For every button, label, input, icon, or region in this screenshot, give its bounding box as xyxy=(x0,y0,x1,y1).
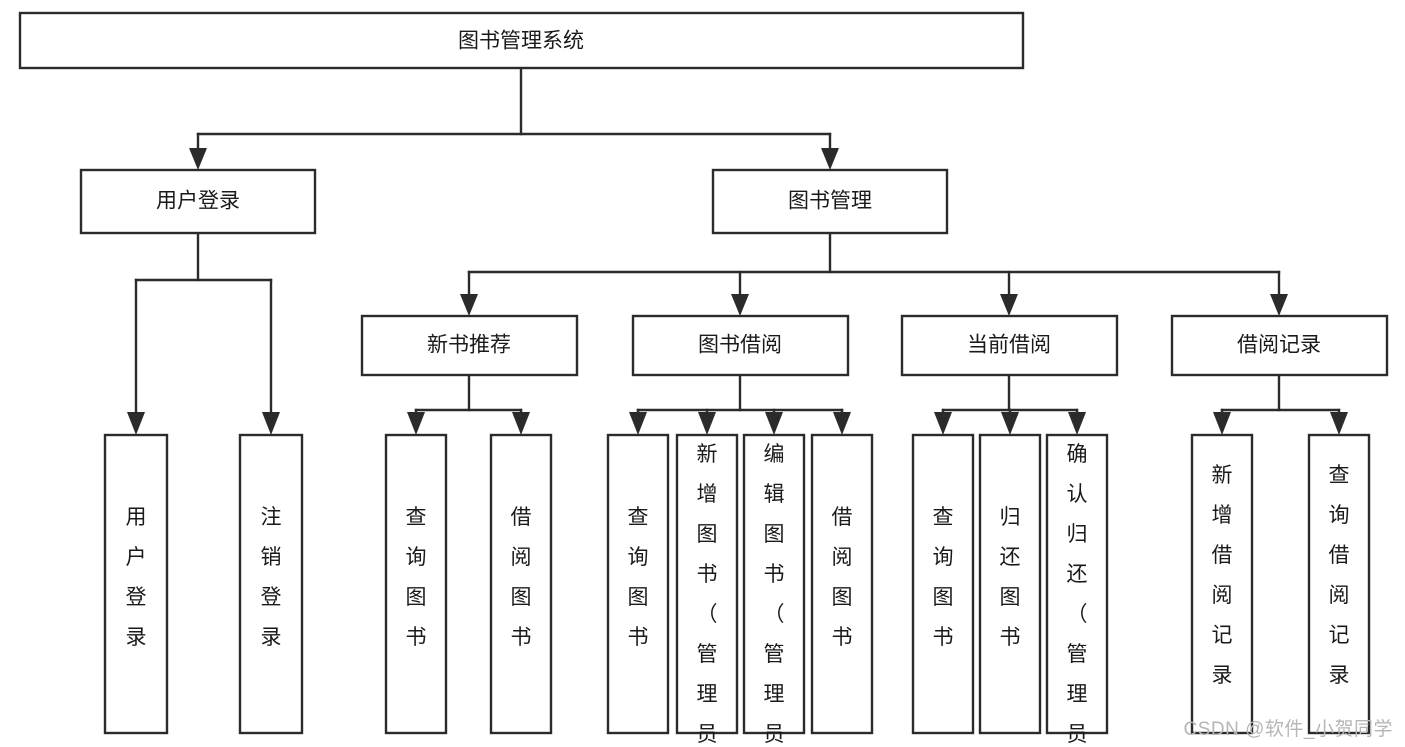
arrow-head-leaf-query-book-2 xyxy=(629,412,647,435)
node-new-book-recommend-box[interactable] xyxy=(360,314,579,377)
node-root-box[interactable] xyxy=(18,11,1025,70)
node-root-label: 图书管理系统 xyxy=(458,30,584,53)
node-book-borrow-box[interactable] xyxy=(631,314,850,377)
connector-group-current-borrow xyxy=(934,373,1086,435)
node-leaf-borrow-book-1-label: 借阅图书 xyxy=(511,506,532,649)
arrow-head-leaf-query-record xyxy=(1330,412,1348,435)
node-leaf-add-record[interactable]: 新增借阅记录 xyxy=(1190,433,1254,735)
arrow-head-leaf-add-book xyxy=(698,412,716,435)
node-leaf-query-book-1[interactable]: 查询图书 xyxy=(384,433,448,735)
node-book-borrow-label: 图书借阅 xyxy=(698,334,782,357)
csdn-watermark: CSDN @软件_小贺同学 xyxy=(1183,719,1393,740)
arrow-head-userlogin xyxy=(189,148,207,170)
node-book-management-box[interactable] xyxy=(711,168,949,235)
node-borrow-record-box[interactable] xyxy=(1170,314,1389,377)
node-borrow-record-label: 借阅记录 xyxy=(1237,334,1321,357)
arrow-head-leaf-add-record xyxy=(1213,412,1231,435)
connector-group-userlogin xyxy=(127,231,280,435)
node-leaf-edit-book[interactable]: 编辑图书（管理员） xyxy=(742,433,806,747)
arrow-head-bookmgmt xyxy=(821,148,839,170)
node-leaf-logout-login-label: 注销登录 xyxy=(261,506,282,649)
node-leaf-query-book-1-label: 查询图书 xyxy=(406,506,427,649)
connector-group-new-book-recommend xyxy=(407,373,530,435)
node-borrow-record[interactable]: 借阅记录 xyxy=(1170,314,1389,377)
node-user-login-label: 用户登录 xyxy=(156,190,240,213)
node-leaf-user-login-label: 用户登录 xyxy=(126,506,147,649)
node-leaf-borrow-book-1-box[interactable] xyxy=(489,433,553,735)
node-leaf-query-book-1-box[interactable] xyxy=(384,433,448,735)
node-current-borrow[interactable]: 当前借阅 xyxy=(900,314,1119,377)
node-leaf-confirm-return[interactable]: 确认归还（管理员） xyxy=(1045,433,1109,747)
node-leaf-borrow-book-1[interactable]: 借阅图书 xyxy=(489,433,553,735)
node-leaf-borrow-book-2[interactable]: 借阅图书 xyxy=(810,433,874,735)
arrow-head-book-borrow xyxy=(731,294,749,316)
node-root[interactable]: 图书管理系统 xyxy=(18,11,1025,70)
node-leaf-query-book-2[interactable]: 查询图书 xyxy=(606,433,670,735)
node-leaf-query-book-3-box[interactable] xyxy=(911,433,975,735)
node-leaf-return-book-label: 归还图书 xyxy=(1000,506,1021,649)
node-leaf-query-book-2-label: 查询图书 xyxy=(628,506,649,649)
arrow-head-leaf-borrow-book-1 xyxy=(512,412,530,435)
node-book-management[interactable]: 图书管理 xyxy=(711,168,949,235)
node-leaf-query-book-3-label: 查询图书 xyxy=(933,506,954,649)
node-leaf-query-record-label: 查询借阅记录 xyxy=(1329,464,1350,687)
connector-group-borrow-record xyxy=(1213,373,1348,435)
arrow-head-leaf-confirm-return xyxy=(1068,412,1086,435)
node-book-management-label: 图书管理 xyxy=(788,190,872,213)
connector-group-root xyxy=(189,66,839,170)
node-leaf-query-record[interactable]: 查询借阅记录 xyxy=(1307,433,1371,735)
node-user-login-box[interactable] xyxy=(79,168,317,235)
node-leaf-add-book-box[interactable] xyxy=(675,433,739,735)
arrow-head-new-book-recommend xyxy=(460,294,478,316)
node-current-borrow-label: 当前借阅 xyxy=(967,334,1051,357)
arrow-head-leaf-logout-login xyxy=(262,412,280,435)
arrow-head-leaf-user-login xyxy=(127,412,145,435)
node-leaf-add-record-label: 新增借阅记录 xyxy=(1212,464,1233,687)
node-current-borrow-box[interactable] xyxy=(900,314,1119,377)
arrow-head-leaf-return-book xyxy=(1001,412,1019,435)
node-book-borrow[interactable]: 图书借阅 xyxy=(631,314,850,377)
node-leaf-borrow-book-2-label: 借阅图书 xyxy=(832,506,853,649)
node-leaf-query-book-3[interactable]: 查询图书 xyxy=(911,433,975,735)
node-leaf-user-login-box[interactable] xyxy=(103,433,169,735)
node-leaf-add-record-box[interactable] xyxy=(1190,433,1254,735)
node-new-book-recommend[interactable]: 新书推荐 xyxy=(360,314,579,377)
node-leaf-confirm-return-label: 确认归还（管理员） xyxy=(1067,443,1088,747)
node-leaf-add-book[interactable]: 新增图书（管理员） xyxy=(675,433,739,747)
node-leaf-return-book[interactable]: 归还图书 xyxy=(978,433,1042,735)
node-new-book-recommend-label: 新书推荐 xyxy=(427,334,511,357)
node-leaf-return-book-box[interactable] xyxy=(978,433,1042,735)
node-leaf-borrow-book-2-box[interactable] xyxy=(810,433,874,735)
node-leaf-add-book-label: 新增图书（管理员） xyxy=(697,443,718,747)
node-leaf-logout-login[interactable]: 注销登录 xyxy=(238,433,304,735)
arrow-head-borrow-record xyxy=(1270,294,1288,316)
node-leaf-edit-book-label: 编辑图书（管理员） xyxy=(764,443,785,747)
connector-group-bookmgmt xyxy=(460,231,1288,316)
node-user-login[interactable]: 用户登录 xyxy=(79,168,317,235)
arrow-head-leaf-borrow-book-2 xyxy=(833,412,851,435)
node-leaf-query-record-box[interactable] xyxy=(1307,433,1371,735)
node-leaf-query-book-2-box[interactable] xyxy=(606,433,670,735)
arrow-head-current-borrow xyxy=(1000,294,1018,316)
node-leaf-logout-login-box[interactable] xyxy=(238,433,304,735)
arrow-head-leaf-query-book-3 xyxy=(934,412,952,435)
arrow-head-leaf-edit-book xyxy=(765,412,783,435)
node-leaf-user-login[interactable]: 用户登录 xyxy=(103,433,169,735)
arrow-head-leaf-query-book-1 xyxy=(407,412,425,435)
node-leaf-edit-book-box[interactable] xyxy=(742,433,806,735)
connector-group-book-borrow xyxy=(629,373,851,435)
node-leaf-confirm-return-box[interactable] xyxy=(1045,433,1109,735)
